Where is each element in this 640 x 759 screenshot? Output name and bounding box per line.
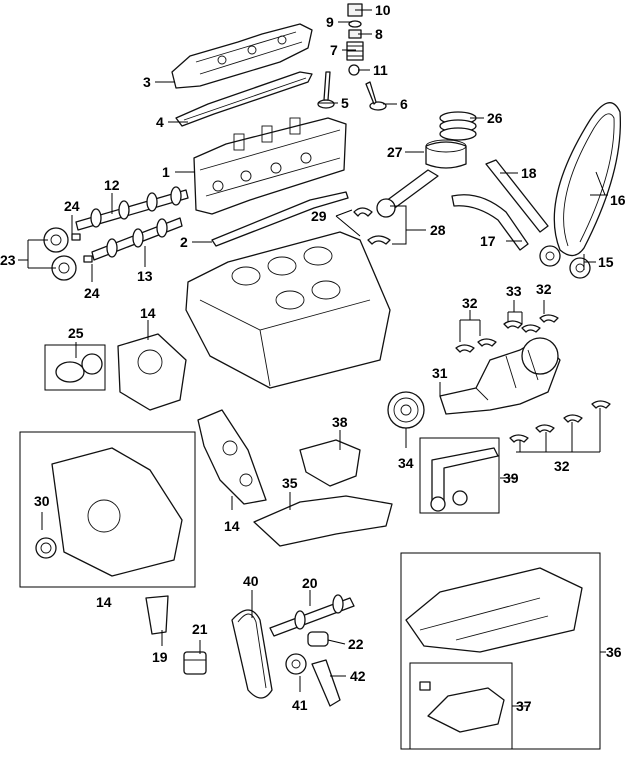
callout-37: 37 xyxy=(516,698,532,714)
callout-7: 7 xyxy=(330,42,338,58)
camshaft-upper xyxy=(75,186,189,231)
valve-cover xyxy=(171,23,313,89)
callout-25: 25 xyxy=(68,325,84,341)
exhaust-valve xyxy=(365,81,387,111)
callout-42: 42 xyxy=(350,668,366,684)
callout-6: 6 xyxy=(400,96,408,112)
callout-20: 20 xyxy=(302,575,318,591)
piston-rings xyxy=(439,111,477,141)
callout-33: 33 xyxy=(506,283,522,299)
callout-41: 41 xyxy=(292,697,308,713)
accessory-belt xyxy=(231,609,273,699)
callout-5: 5 xyxy=(341,95,349,111)
crank-pulley xyxy=(387,391,425,429)
valve-cover-gasket xyxy=(175,71,313,127)
oil-pan-lower xyxy=(427,687,505,733)
leader-lines xyxy=(18,9,608,707)
oil-filter-housing xyxy=(145,595,169,635)
balance-shaft-bearing xyxy=(307,631,329,647)
callout-27: 27 xyxy=(387,144,403,160)
callout-35: 35 xyxy=(282,475,298,491)
callout-28: 28 xyxy=(430,222,446,238)
callout-4: 4 xyxy=(156,114,164,130)
chain-tensioner-arm xyxy=(451,194,529,251)
intake-valve xyxy=(317,71,335,109)
callout-9: 9 xyxy=(326,14,334,30)
piston xyxy=(425,139,467,169)
callout-14-inner-cover: 14 xyxy=(224,518,240,534)
front-seal xyxy=(35,537,57,559)
callout-29: 29 xyxy=(311,208,327,224)
callout-3: 3 xyxy=(143,74,151,90)
callout-38: 38 xyxy=(332,414,348,430)
head-gasket xyxy=(211,191,349,247)
oil-filter xyxy=(183,651,207,675)
callout-24-upper: 24 xyxy=(64,198,80,214)
timing-sprockets xyxy=(539,245,591,279)
callout-30: 30 xyxy=(34,493,50,509)
callout-15: 15 xyxy=(598,254,614,270)
balance-shaft xyxy=(269,594,355,637)
callout-11: 11 xyxy=(373,62,388,78)
drain-plug xyxy=(419,681,431,691)
engine-block xyxy=(185,231,391,389)
callout-39: 39 xyxy=(503,470,519,486)
oil-pan-upper xyxy=(405,567,583,653)
callout-8: 8 xyxy=(375,26,383,42)
callout-32-upper-right: 32 xyxy=(536,281,552,297)
callout-1: 1 xyxy=(162,164,170,180)
main-bearings-lower xyxy=(509,400,611,443)
front-cover-group-box xyxy=(19,431,196,588)
callout-26: 26 xyxy=(487,110,503,126)
callout-14-front-cover: 14 xyxy=(96,594,112,610)
water-pump xyxy=(117,333,187,411)
thermostat-box xyxy=(44,344,106,391)
callout-12: 12 xyxy=(104,177,120,193)
callout-24-lower: 24 xyxy=(84,285,100,301)
callout-16: 16 xyxy=(610,192,626,208)
oil-pickup xyxy=(430,447,499,512)
valve-spring-stack xyxy=(346,3,364,76)
callout-36: 36 xyxy=(606,644,622,660)
callout-32-upper-left: 32 xyxy=(462,295,478,311)
balance-shaft-gear xyxy=(285,653,307,675)
windage-tray xyxy=(253,495,393,547)
callout-32-lower: 32 xyxy=(554,458,570,474)
callout-34: 34 xyxy=(398,455,414,471)
bracket xyxy=(311,659,341,707)
callout-31: 31 xyxy=(432,365,448,381)
main-bearings-upper xyxy=(455,314,559,353)
callout-18: 18 xyxy=(521,165,537,181)
front-cover xyxy=(51,447,183,577)
callout-13: 13 xyxy=(137,268,153,284)
callout-10: 10 xyxy=(375,2,391,18)
camshaft-lower xyxy=(91,217,183,261)
chain-guide xyxy=(485,159,549,233)
thermostat xyxy=(55,353,103,383)
timing-cover-inner xyxy=(197,409,267,505)
phaser-bolts xyxy=(71,233,93,263)
crankshaft xyxy=(439,337,561,415)
callout-14-water-pump: 14 xyxy=(140,305,156,321)
oil-pickup-box xyxy=(419,437,500,514)
cylinder-head xyxy=(193,117,347,215)
callout-17: 17 xyxy=(480,233,496,249)
rod-bearings xyxy=(353,207,391,245)
callout-19: 19 xyxy=(152,649,168,665)
callout-22: 22 xyxy=(348,636,364,652)
callout-23: 23 xyxy=(0,252,16,268)
callout-21: 21 xyxy=(192,621,208,637)
callout-40: 40 xyxy=(243,573,259,589)
callout-labels: 1 2 3 4 5 6 7 8 9 10 11 12 13 14 14 14 1… xyxy=(0,2,626,714)
connecting-rod xyxy=(376,169,439,218)
timing-chain xyxy=(553,102,622,257)
oil-pump xyxy=(299,439,361,487)
callout-2: 2 xyxy=(180,234,188,250)
